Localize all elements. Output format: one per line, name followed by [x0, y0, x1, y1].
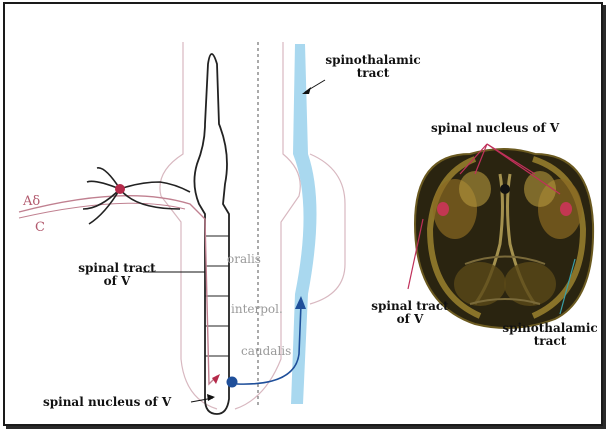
label-fiber-adelta: Aδ — [23, 194, 40, 209]
label-spinothalamic-tract: spinothalamic tract — [313, 54, 433, 80]
label-spinal-tract-of-v: spinal tract of V — [77, 262, 157, 288]
label-section-spinal-tract: spinal tract of V — [365, 300, 455, 326]
label-caudalis: caudalis — [241, 344, 291, 358]
spinothalamic-tract-band — [291, 44, 317, 404]
descending-fiber — [19, 196, 217, 384]
pointer-spinal-nucleus-head — [207, 394, 215, 401]
nucleus-column — [194, 54, 229, 414]
ganglion-cell-body — [115, 184, 125, 194]
label-oralis: oralis — [227, 252, 261, 266]
label-section-spinothalamic: spinothalamic tract — [495, 322, 605, 348]
label-fiber-c: C — [35, 220, 45, 235]
label-spinal-nucleus-of-v: spinal nucleus of V — [43, 396, 171, 409]
trigeminal-pathway-diagram — [5, 4, 601, 424]
label-section-spinal-nucleus: spinal nucleus of V — [431, 122, 559, 135]
figure-frame: spinothalamic tract spinal tract of V sp… — [3, 2, 603, 426]
nucleus-cell — [227, 377, 238, 388]
label-interpolaris: interpol. — [231, 302, 283, 316]
subnucleus-dividers — [205, 236, 229, 356]
fiber-terminal — [212, 374, 220, 384]
